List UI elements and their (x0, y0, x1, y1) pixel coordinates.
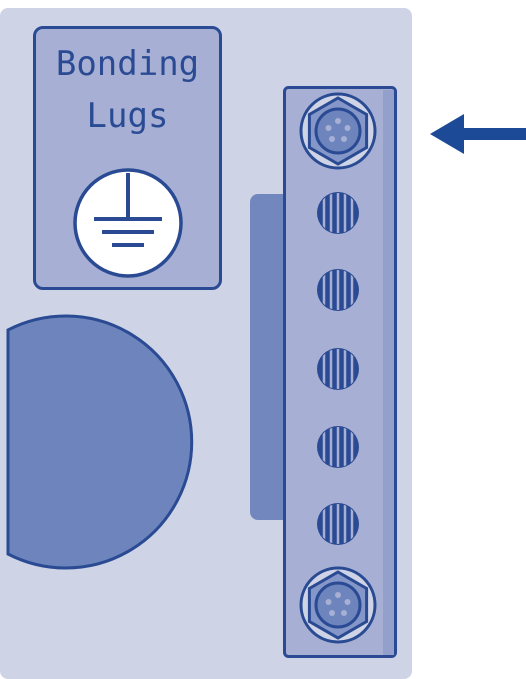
screw-terminal-2 (317, 269, 359, 311)
hex-nut-bottom (299, 566, 377, 644)
screw-terminal-4 (317, 426, 359, 468)
screw-terminal-1 (317, 192, 359, 234)
label-line-2: Lugs (86, 96, 169, 136)
hex-nut-top (299, 92, 377, 170)
label-line-1: Bonding (55, 44, 200, 84)
large-round-cutout (6, 314, 194, 570)
screw-terminal-3 (317, 348, 359, 390)
screw-terminal-5 (317, 503, 359, 545)
bonding-lugs-label: Bonding Lugs (33, 26, 222, 290)
bonding-bus-bar (283, 86, 397, 658)
arrow-left-icon (430, 114, 526, 154)
ground-symbol-icon (73, 168, 183, 278)
